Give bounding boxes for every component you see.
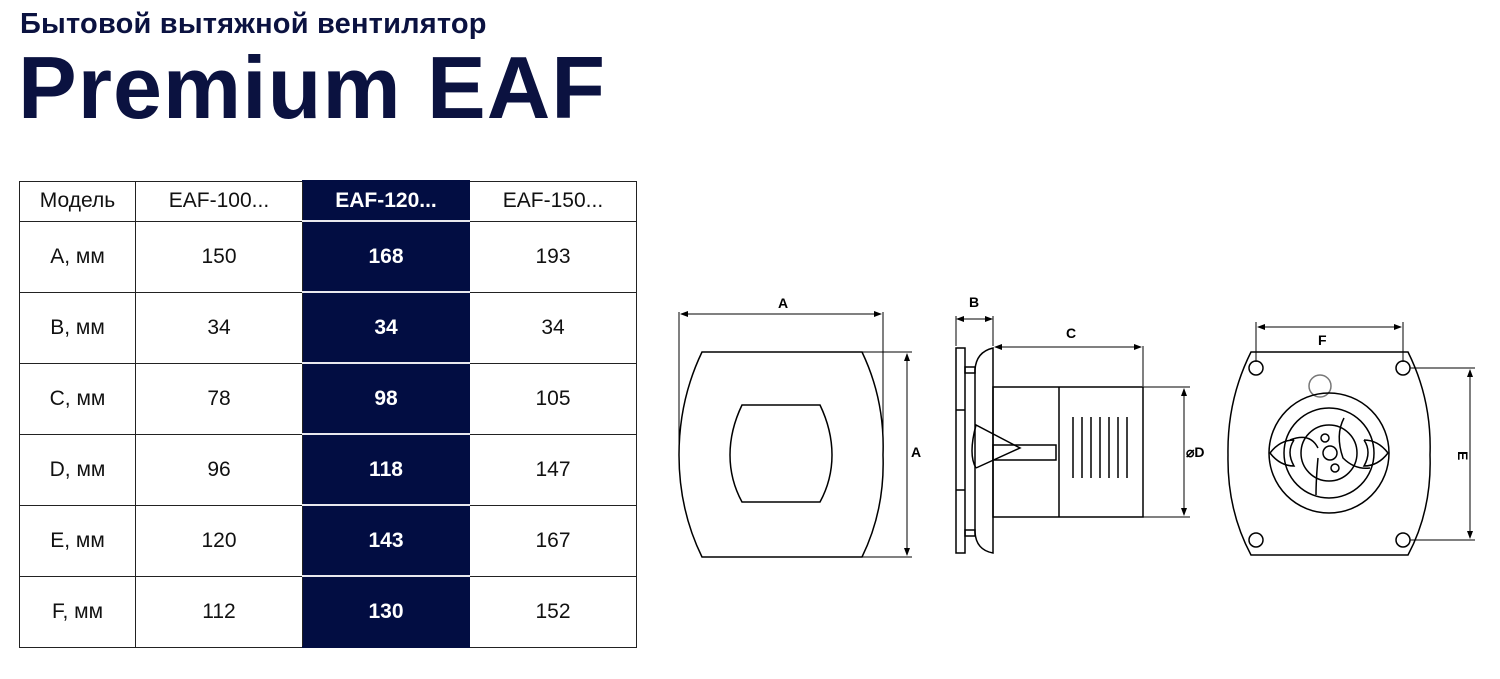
column-header-eaf-120: EAF-120... [302, 180, 470, 222]
product-subtitle: Бытовой вытяжной вентилятор [20, 8, 487, 40]
cell-value-highlighted: 168 [302, 220, 470, 293]
front-height-label: A [911, 444, 921, 460]
front-width-label: A [778, 295, 788, 311]
front-view-drawing [678, 311, 912, 558]
cell-value: 78 [135, 362, 303, 435]
back-view-drawing [1227, 322, 1475, 556]
table-row: E, мм 120 143 167 [19, 504, 637, 577]
row-label: B, мм [19, 291, 136, 364]
row-label: E, мм [19, 504, 136, 577]
cell-value-highlighted: 143 [302, 504, 470, 577]
table-header-row: Модель EAF-100... EAF-120... EAF-150... [19, 180, 637, 222]
product-title: Premium EAF [18, 38, 607, 137]
cell-value: 167 [469, 504, 637, 577]
cell-value: 34 [469, 291, 637, 364]
back-f-label: F [1318, 332, 1327, 348]
cell-value: 147 [469, 433, 637, 506]
row-label: A, мм [19, 220, 136, 293]
column-header-eaf-150: EAF-150... [469, 180, 637, 222]
table-row: C, мм 78 98 105 [19, 362, 637, 435]
dimensions-table: Модель EAF-100... EAF-120... EAF-150... … [19, 180, 637, 648]
cell-value-highlighted: 98 [302, 362, 470, 435]
cell-value: 193 [469, 220, 637, 293]
cell-value-highlighted: 34 [302, 291, 470, 364]
cell-value: 112 [135, 575, 303, 648]
table-row: F, мм 112 130 152 [19, 575, 637, 648]
cell-value-highlighted: 130 [302, 575, 470, 648]
side-b-label: B [969, 294, 979, 310]
column-header-model: Модель [19, 180, 136, 222]
table-row: B, мм 34 34 34 [19, 291, 637, 364]
cell-value: 96 [135, 433, 303, 506]
row-label: F, мм [19, 575, 136, 648]
cell-value: 150 [135, 220, 303, 293]
table-row: A, мм 150 168 193 [19, 220, 637, 293]
row-label: D, мм [19, 433, 136, 506]
cell-value: 34 [135, 291, 303, 364]
side-c-label: C [1066, 325, 1076, 341]
cell-value: 152 [469, 575, 637, 648]
back-e-label: E [1455, 451, 1471, 460]
side-d-label: ⌀D [1186, 444, 1205, 460]
cell-value-highlighted: 118 [302, 433, 470, 506]
side-view-drawing [955, 316, 1190, 554]
table-row: D, мм 96 118 147 [19, 433, 637, 506]
